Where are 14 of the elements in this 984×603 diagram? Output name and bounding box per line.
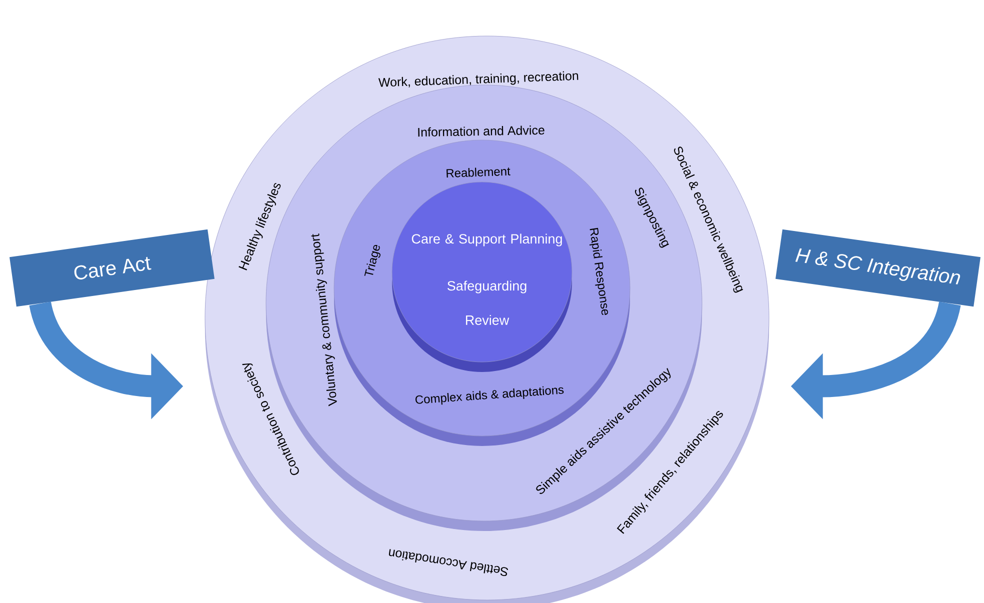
core-disk (392, 182, 572, 372)
ring-label: Complex aids & adaptations (416, 386, 564, 405)
ring-label: Voluntary & community support (311, 233, 337, 406)
ring-label: Triage (364, 244, 380, 276)
core-label: Review (466, 315, 510, 325)
ring-label: Rapid Response (589, 228, 608, 316)
ring-label: Settled Accomodation (388, 549, 508, 576)
ring-label: Work, education, training, recreation (378, 71, 578, 88)
banner: Care Act (10, 229, 214, 307)
core-label: Safeguarding (447, 280, 526, 294)
core-label: Care & Support Planning (412, 234, 562, 246)
ring-label: Reablement (446, 168, 510, 178)
ring-label: Information and Advice (418, 126, 544, 137)
banner: H & SC Integration (776, 229, 981, 307)
